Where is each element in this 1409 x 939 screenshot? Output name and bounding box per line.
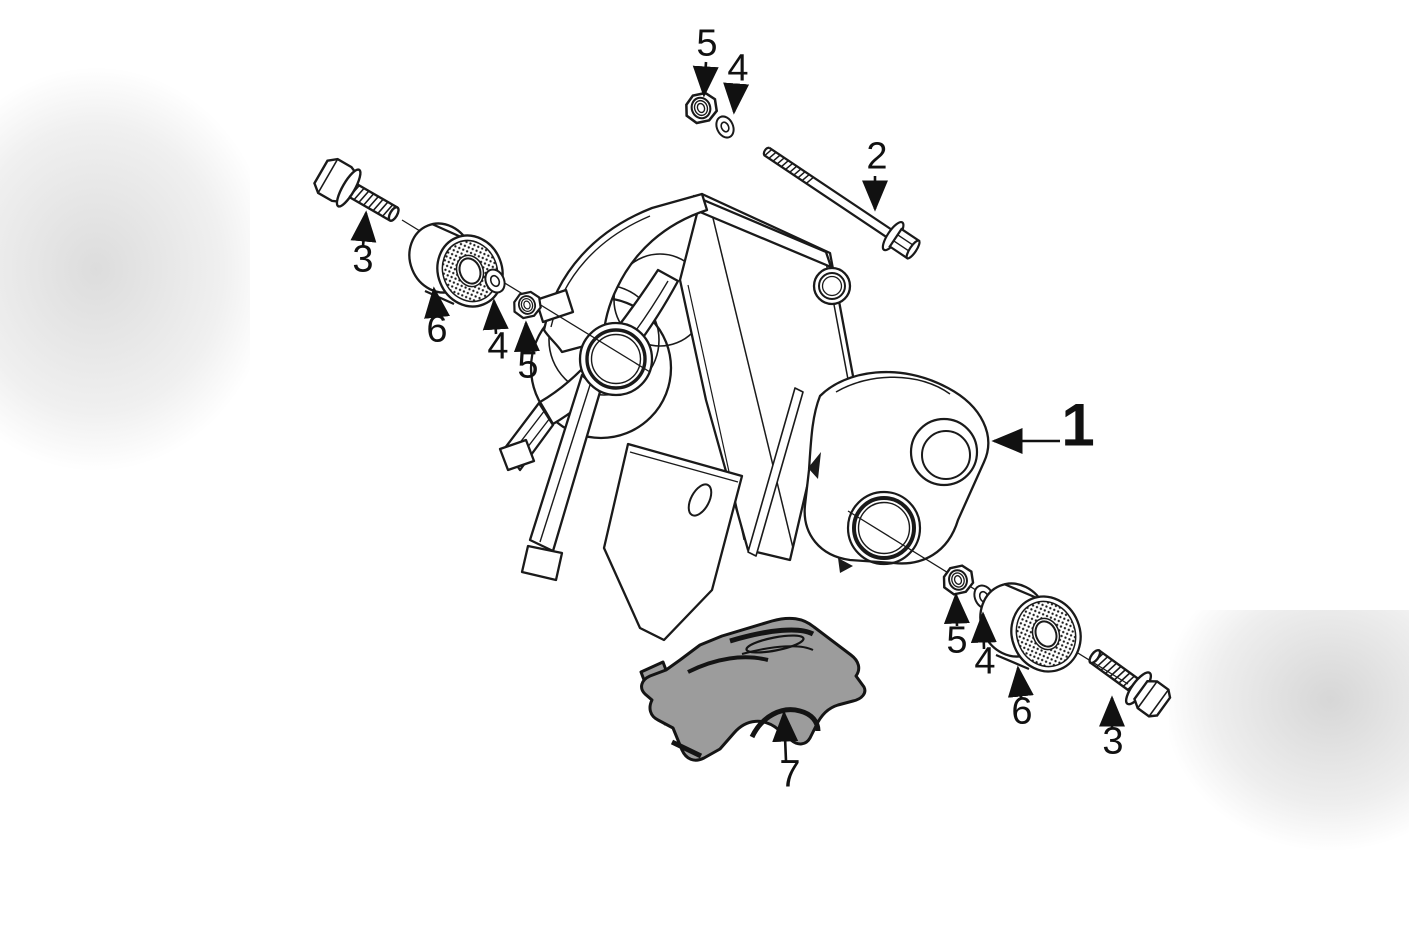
cover-drawing bbox=[639, 616, 867, 762]
arrow-4-top bbox=[723, 82, 750, 115]
bracket-arm-tab bbox=[534, 288, 575, 324]
bracket-eyelet-mid bbox=[818, 272, 846, 300]
arrow-4-lower bbox=[970, 611, 997, 650]
callout-4-lower: 4 bbox=[974, 640, 996, 683]
washer-mid-drawing bbox=[484, 268, 506, 294]
callout-1-main: 1 bbox=[1061, 391, 1095, 459]
callout-5-top: 5 bbox=[696, 22, 718, 65]
callout-6-lower: 6 bbox=[1011, 690, 1033, 733]
boss-lower-bore-bold bbox=[852, 496, 916, 560]
bracket-left-ring-bold bbox=[585, 328, 647, 390]
callout-5-mid: 5 bbox=[517, 344, 539, 387]
arrow-5-lower bbox=[943, 592, 970, 627]
bracket-left-ring-inner bbox=[590, 333, 642, 385]
boss-upper-bore-inner bbox=[921, 430, 971, 480]
flange-bolt-upper-drawing bbox=[313, 157, 400, 222]
cover-top-slot bbox=[745, 634, 805, 654]
arrow-6-lower bbox=[1007, 665, 1034, 699]
callout-4-mid: 4 bbox=[487, 325, 509, 368]
bracket-right-boss bbox=[803, 371, 990, 565]
arrow-5-mid bbox=[513, 320, 540, 354]
boss-upper-bore-outer bbox=[909, 417, 979, 487]
bracket-right-strip bbox=[747, 387, 804, 557]
arrow-4-mid bbox=[482, 298, 509, 335]
arrow-6-upper bbox=[424, 286, 450, 319]
bracket-gusset-fold bbox=[711, 213, 794, 549]
callout-3-upper: 3 bbox=[352, 238, 374, 281]
cover-top-ridge bbox=[729, 627, 815, 644]
main-bracket-drawing bbox=[498, 192, 990, 642]
bracket-foot-1 bbox=[498, 438, 536, 472]
bracket-foot-2 bbox=[520, 544, 564, 582]
boss-lower-bore-inner bbox=[857, 501, 911, 555]
flange-bolt-lower-drawing bbox=[1088, 648, 1172, 718]
boss-lower-bore-outer bbox=[846, 490, 922, 566]
nut-lower-drawing bbox=[942, 564, 975, 596]
cover-channel-line bbox=[741, 645, 814, 655]
callout-7: 7 bbox=[779, 753, 801, 796]
long-bolt-drawing bbox=[762, 146, 921, 260]
callout-5-lower: 5 bbox=[946, 619, 968, 662]
bracket-center-plate bbox=[602, 442, 744, 642]
washer-top-drawing bbox=[715, 115, 735, 139]
callout-arrows bbox=[350, 61, 1125, 762]
bolt3-upper-threads bbox=[348, 184, 394, 217]
callout-4-top: 4 bbox=[727, 47, 749, 90]
bracket-eyelet-inner bbox=[821, 275, 843, 297]
nut-mid-drawing bbox=[513, 290, 542, 320]
bracket-boss-contour bbox=[835, 376, 951, 395]
bracket-center-plate-line bbox=[629, 451, 739, 483]
boss-shadow-wedges bbox=[808, 452, 853, 573]
cover-bottom-edge bbox=[670, 739, 703, 759]
arrow-3-upper bbox=[350, 210, 377, 247]
cover-arch-edge bbox=[749, 707, 821, 739]
callout-2: 2 bbox=[866, 135, 888, 178]
bracket-upper-arm bbox=[542, 192, 709, 354]
callout-6-upper: 6 bbox=[426, 308, 448, 351]
bushing-lower-drawing bbox=[979, 582, 1082, 673]
arrow-7 bbox=[772, 710, 799, 762]
callout-3-lower: 3 bbox=[1102, 720, 1124, 763]
bolt3-lower-head bbox=[1133, 679, 1172, 718]
bracket-leg-2-rail bbox=[539, 384, 591, 543]
long-bolt-threads bbox=[764, 148, 814, 184]
cover-body bbox=[640, 616, 867, 762]
arrow-5-top bbox=[692, 61, 719, 98]
nut-top-drawing bbox=[685, 91, 719, 125]
bracket-slot-hole bbox=[687, 483, 713, 517]
cover-mid-band bbox=[687, 655, 769, 674]
bracket-left-ring-outer bbox=[578, 321, 654, 397]
bushing-upper-drawing bbox=[408, 222, 504, 308]
